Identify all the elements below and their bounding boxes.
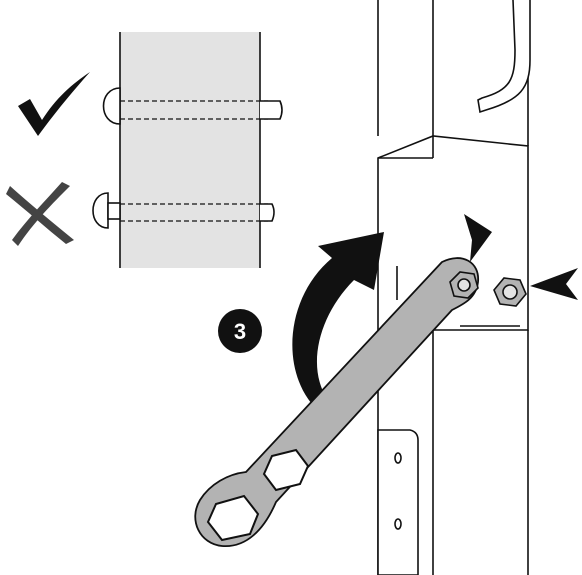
- curved-arrow-icon: [292, 232, 384, 414]
- bolt-seating-inset: [6, 32, 283, 268]
- nut-left: [449, 271, 479, 299]
- inset-panel: [120, 32, 260, 268]
- incorrect-bolt: [92, 192, 275, 229]
- plate-hole-lower: [394, 518, 402, 530]
- bent-rod: [477, 0, 531, 114]
- check-mark-icon: [18, 72, 90, 136]
- arrowhead-icon: [530, 268, 578, 300]
- correct-bolt: [102, 87, 283, 125]
- arrowhead-icon: [464, 214, 492, 262]
- step-badge: 3: [218, 309, 262, 353]
- wrench-hex-hole-small: [262, 448, 310, 492]
- bracket-sleeve: [377, 135, 529, 331]
- plate-hole-upper: [394, 452, 402, 464]
- cross-mark-icon: [6, 182, 74, 246]
- spanner-wrench: [194, 257, 479, 547]
- step-number: 3: [234, 319, 246, 344]
- base-plate: [377, 429, 419, 575]
- nut-right: [493, 277, 527, 307]
- wrench-hex-hole-large: [206, 494, 260, 542]
